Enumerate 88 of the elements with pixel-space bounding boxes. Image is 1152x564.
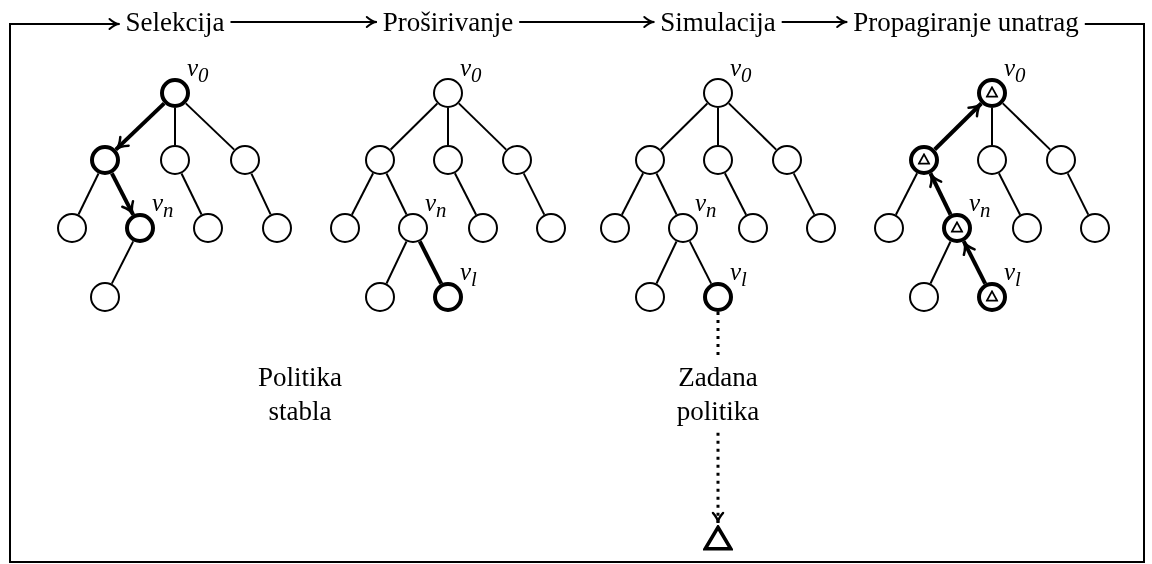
tree-node-circle <box>365 282 395 312</box>
tree-edge <box>688 240 713 285</box>
tree-node-circle <box>262 213 292 243</box>
result-triangle-icon <box>917 153 931 166</box>
tree-edge <box>991 107 993 146</box>
tree-edge <box>727 102 778 151</box>
tree-node-circle <box>398 213 428 243</box>
tree-node-circle <box>433 282 463 312</box>
result-triangle-icon <box>985 290 999 303</box>
tree-node-circle <box>433 145 463 175</box>
tree-node-circle <box>635 145 665 175</box>
tree-edge <box>385 240 408 285</box>
tree-node-circle <box>806 213 836 243</box>
node-label: v$_{0}$ <box>460 55 482 86</box>
tree-edge <box>447 107 449 146</box>
node-label: v$_{n}$ <box>152 190 174 221</box>
result-triangle-icon <box>703 525 733 551</box>
tree-node-circle <box>160 145 190 175</box>
tree-edge <box>385 172 408 216</box>
tree-node-circle <box>977 78 1007 108</box>
node-label: v$_{0}$ <box>730 55 752 86</box>
tree-node-circle <box>703 145 733 175</box>
tree-node-circle <box>668 213 698 243</box>
tree-edge <box>250 172 272 216</box>
policy-label: Zadana politika <box>653 361 783 429</box>
tree-edge <box>997 172 1022 216</box>
tree-edge <box>655 240 678 285</box>
node-label: v$_{l}$ <box>460 259 477 290</box>
tree-edge <box>77 172 100 216</box>
tree-edge <box>620 172 645 216</box>
tree-node-circle <box>738 213 768 243</box>
tree-edge <box>1066 172 1090 216</box>
policy-label: Politika stabla <box>257 361 343 428</box>
tree-node-circle <box>1046 145 1076 175</box>
tree-node-circle <box>1012 213 1042 243</box>
tree-node-circle <box>230 145 260 175</box>
tree-edge <box>1001 102 1052 151</box>
tree-node-circle <box>468 213 498 243</box>
tree-node-circle <box>90 145 120 175</box>
tree-node-circle <box>772 145 802 175</box>
node-label: v$_{l}$ <box>1004 259 1021 290</box>
tree-node-circle <box>874 213 904 243</box>
node-label: v$_{0}$ <box>187 55 209 86</box>
tree-node-circle <box>909 145 939 175</box>
tree-edge <box>894 172 919 216</box>
tree-edge <box>655 172 678 216</box>
result-triangle-icon <box>950 221 964 234</box>
tree-node-circle <box>942 213 972 243</box>
tree-edge <box>792 172 816 216</box>
result-triangle-icon <box>985 86 999 99</box>
tree-edge <box>389 102 439 151</box>
tree-edge <box>453 172 478 216</box>
tree-node-circle <box>635 282 665 312</box>
tree-node-circle <box>1080 213 1110 243</box>
tree-node-circle <box>977 145 1007 175</box>
tree-node-circle <box>57 213 87 243</box>
tree-node-circle <box>90 282 120 312</box>
tree-node-circle <box>536 213 566 243</box>
tree-edge <box>723 172 748 216</box>
tree-edge <box>184 102 236 151</box>
tree-edge <box>659 102 709 151</box>
tree-node-circle <box>502 145 532 175</box>
tree-node-circle <box>703 78 733 108</box>
tree-edge <box>110 240 135 285</box>
tree-edge <box>174 107 176 146</box>
tree-node-circle <box>193 213 223 243</box>
tree-edge <box>929 240 952 285</box>
dotted-line <box>716 312 720 358</box>
tree-node-circle <box>703 282 733 312</box>
node-label: v$_{n}$ <box>695 190 717 221</box>
node-label: v$_{0}$ <box>1004 55 1026 86</box>
node-label: v$_{n}$ <box>969 190 991 221</box>
tree-node-circle <box>977 282 1007 312</box>
tree-edge <box>418 240 443 285</box>
tree-node-circle <box>160 78 190 108</box>
node-label: v$_{n}$ <box>425 190 447 221</box>
tree-node-circle <box>433 78 463 108</box>
tree-edge <box>717 107 719 146</box>
tree-node-circle <box>125 213 155 243</box>
tree-edge <box>180 172 203 216</box>
tree-node-circle <box>600 213 630 243</box>
tree-edge <box>350 172 375 216</box>
node-label: v$_{l}$ <box>730 259 747 290</box>
tree-edge <box>457 102 508 151</box>
tree-node-circle <box>909 282 939 312</box>
tree-node-circle <box>365 145 395 175</box>
tree-edge <box>522 172 546 216</box>
tree-node-circle <box>330 213 360 243</box>
